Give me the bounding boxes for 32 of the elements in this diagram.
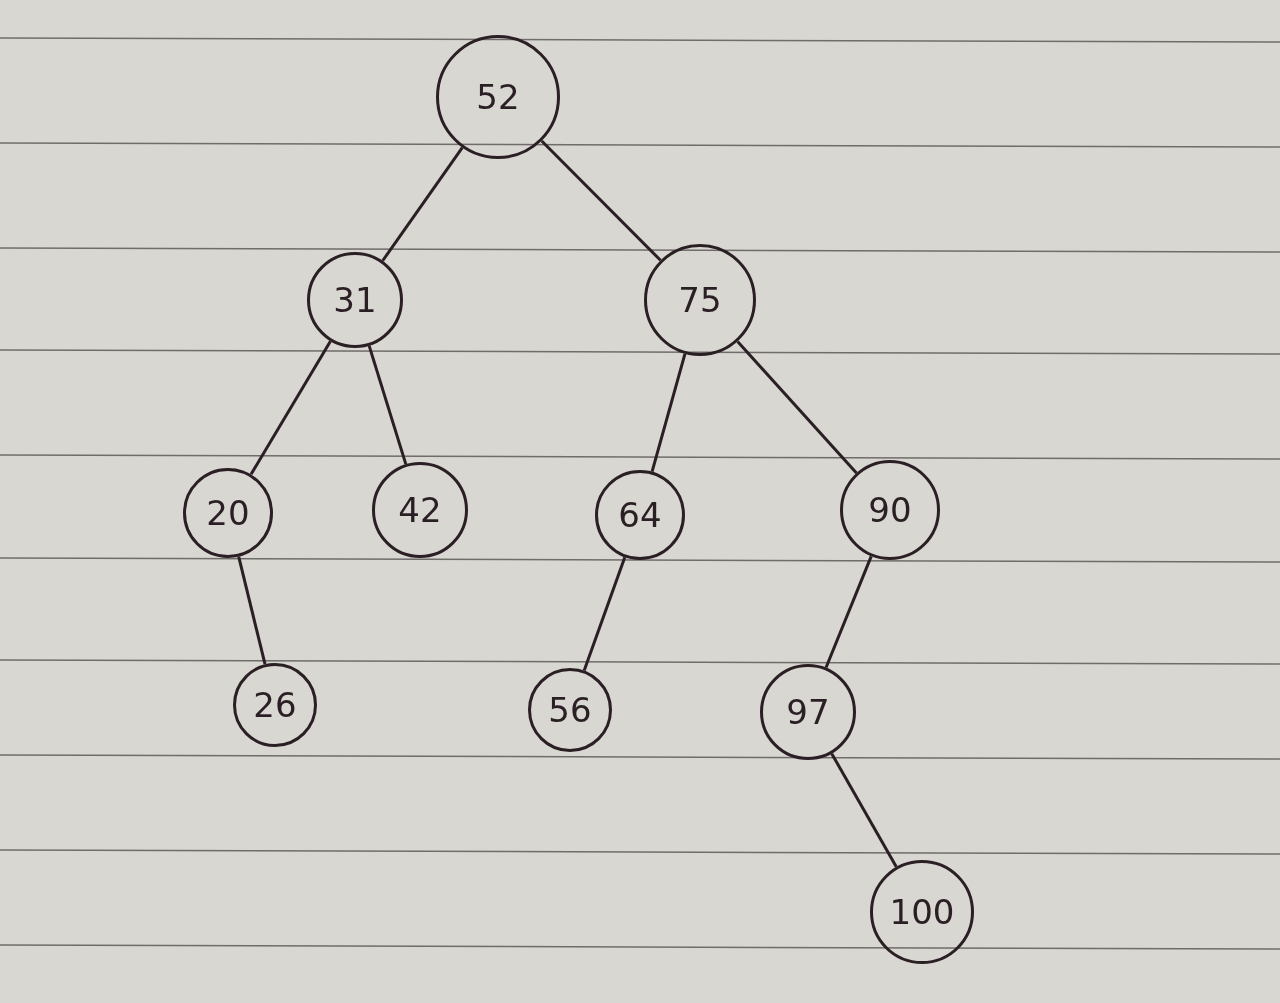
node-value: 90: [868, 490, 912, 530]
tree-node-circle: [870, 860, 974, 964]
tree-node-circle: [183, 468, 273, 558]
node-value: 97: [786, 692, 830, 732]
connector-line: [237, 556, 267, 665]
node-value: 31: [333, 280, 377, 320]
connector-line: [582, 556, 627, 671]
node-value: 56: [548, 690, 592, 730]
tree-node-circle: [528, 668, 612, 752]
tree-node-circle: [840, 460, 940, 560]
tree-node-circle: [233, 663, 317, 747]
connector-line: [650, 353, 687, 473]
node-value: 75: [678, 280, 722, 320]
connector-line: [824, 555, 873, 669]
connector-line: [830, 752, 898, 868]
node-value: 100: [889, 892, 955, 932]
tree-node-circle: [436, 35, 560, 159]
connector-line: [540, 139, 662, 262]
node-value: 20: [206, 493, 250, 533]
tree-node-circle: [307, 252, 403, 348]
connector-line: [367, 345, 408, 465]
tree-node-circle: [595, 470, 685, 560]
connector-line: [381, 146, 464, 262]
tree-node-circle: [760, 664, 856, 760]
node-value: 26: [253, 685, 297, 725]
connector-line: [736, 340, 858, 474]
node-value: 52: [476, 77, 520, 117]
connector-line: [249, 340, 332, 476]
tree-node-circle: [372, 462, 468, 558]
node-value: 64: [618, 495, 662, 535]
tree-node-circle: [644, 244, 756, 356]
node-value: 42: [398, 490, 442, 530]
